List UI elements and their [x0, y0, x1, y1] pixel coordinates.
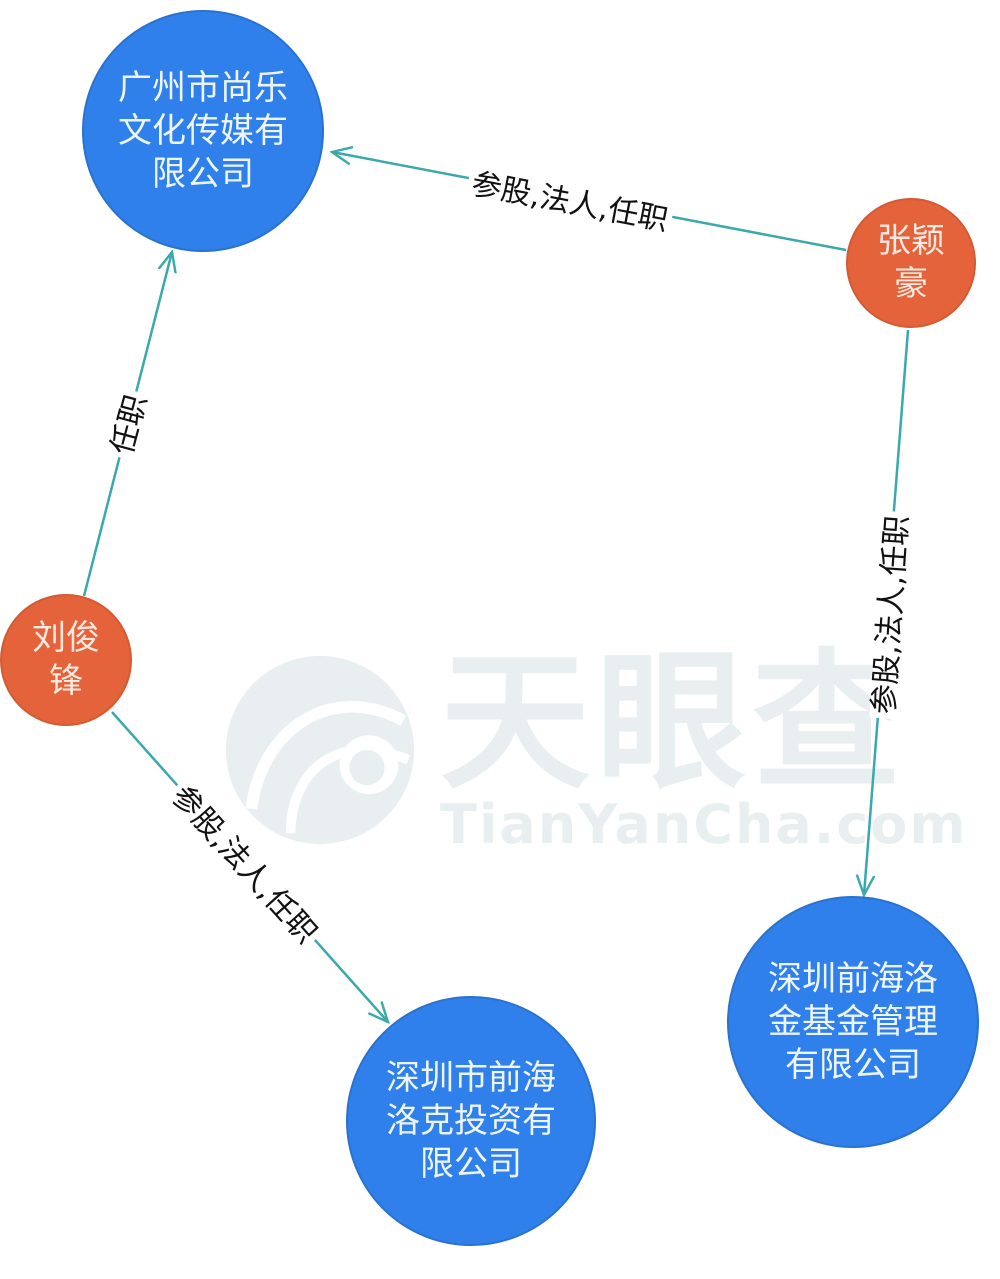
- node-shenzhen-qianhai-luoke[interactable]: 深圳市前海 洛克投资有 限公司: [346, 996, 596, 1246]
- node-liu-junfeng[interactable]: 刘俊 锋: [0, 594, 132, 726]
- node-guangzhou-shangle[interactable]: 广州市尚乐 文化传媒有 限公司: [82, 10, 324, 252]
- tianyancha-eye-logo-icon: [225, 655, 415, 845]
- node-zhang-yinghao[interactable]: 张颖 豪: [846, 198, 976, 328]
- watermark-chinese: 天眼查: [440, 636, 909, 810]
- watermark-english: TianYanCha.com: [440, 793, 968, 856]
- node-shenzhen-qianhai-luojin[interactable]: 深圳前海洛 金基金管理 有限公司: [727, 896, 979, 1148]
